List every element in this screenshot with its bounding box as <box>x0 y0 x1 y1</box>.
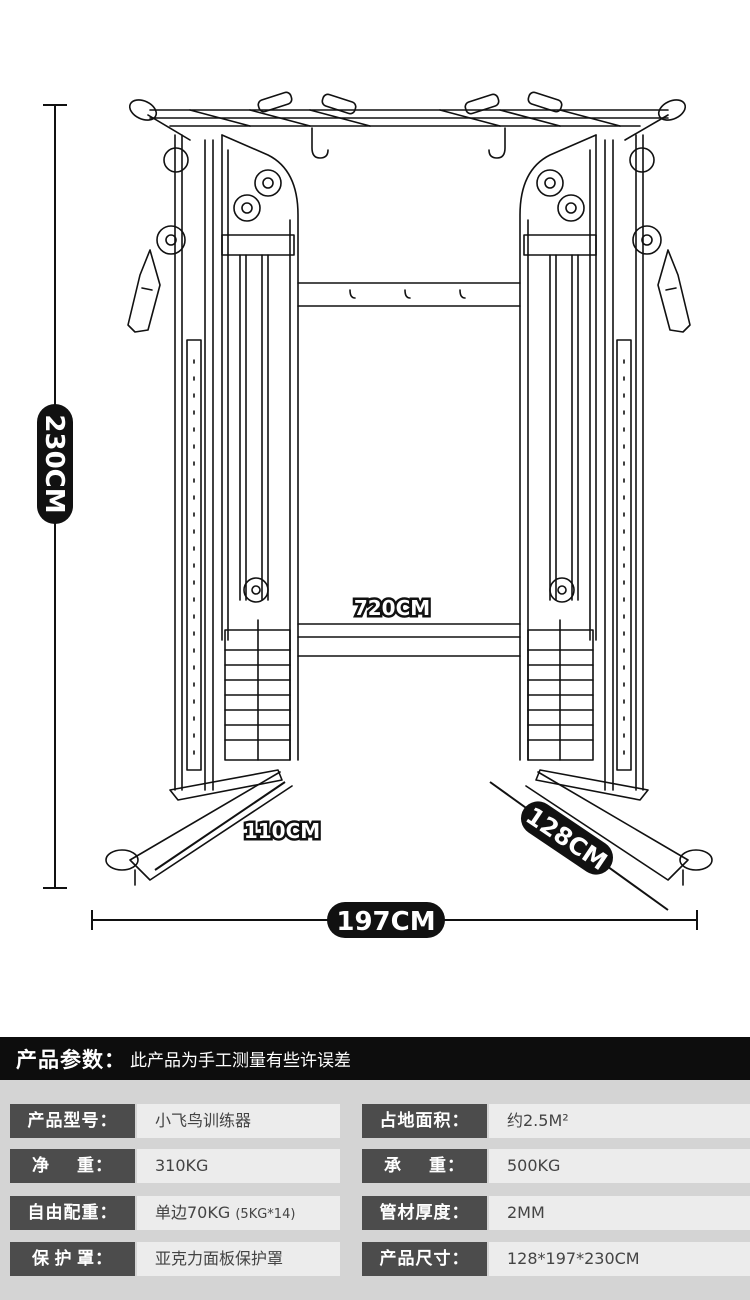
spec-label: 自由配重： <box>10 1196 135 1230</box>
depth-left-dimension-line <box>154 781 286 871</box>
spec-table: 产品型号： 小飞鸟训练器 占地面积： 约2.5M² 净 重： 310KG 承 重… <box>0 1080 750 1300</box>
spec-value: 约2.5M² <box>489 1104 750 1138</box>
spec-value: 128*197*230CM <box>489 1242 750 1276</box>
spec-label: 管材厚度： <box>362 1196 487 1230</box>
spec-label-char: 保 <box>32 1249 50 1269</box>
spec-value: 亚克力面板保护罩 <box>137 1242 340 1276</box>
grip-right-1 <box>464 93 500 115</box>
spec-header: 产品参数： 此产品为手工测量有些许误差 <box>0 1037 750 1080</box>
right-tower <box>519 134 713 886</box>
spec-label: 保 护 罩： <box>10 1242 135 1276</box>
depth-left-label: 110CM <box>244 819 320 843</box>
height-label-pill: 230CM <box>37 404 73 524</box>
grip-left-2 <box>321 93 357 115</box>
inner-width-label: 720CM <box>354 596 430 620</box>
left-tower <box>105 134 299 886</box>
height-label: 230CM <box>39 414 69 513</box>
top-left-cap <box>128 99 158 121</box>
width-label: 197CM <box>336 907 435 937</box>
width-label-pill: 197CM <box>327 902 445 938</box>
spec-label-char: 护 <box>54 1249 73 1269</box>
spec-label-char: 承 <box>384 1156 402 1176</box>
spec-value: 单边70KG (5KG*14) <box>137 1196 340 1230</box>
spec-label-char: 净 <box>32 1156 50 1176</box>
spec-value: 2MM <box>489 1196 750 1230</box>
spec-label: 净 重： <box>10 1149 135 1183</box>
spec-value: 小飞鸟训练器 <box>137 1104 340 1138</box>
top-right-cap <box>657 99 687 121</box>
spec-label-char: 重： <box>429 1156 465 1176</box>
top-crossbar <box>147 109 669 141</box>
spec-label-char: 重： <box>77 1156 113 1176</box>
spec-row: 自由配重： 单边70KG (5KG*14) 管材厚度： 2MM <box>0 1196 750 1230</box>
spec-value: 310KG <box>137 1149 340 1183</box>
spec-label-char: 罩： <box>77 1249 113 1269</box>
grip-right-2 <box>527 91 563 113</box>
spec-value: 500KG <box>489 1149 750 1183</box>
spec-row: 保 护 罩： 亚克力面板保护罩 产品尺寸： 128*197*230CM <box>0 1242 750 1276</box>
spec-value-note: (5KG*14) <box>235 1207 296 1222</box>
machine-drawing: 230CM 197CM 720CM 110CM 128CM <box>37 91 713 938</box>
grip-left-1 <box>257 91 293 113</box>
spec-row: 产品型号： 小飞鸟训练器 占地面积： 约2.5M² <box>0 1104 750 1138</box>
spec-label: 承 重： <box>362 1149 487 1183</box>
spec-label: 产品型号： <box>10 1104 135 1138</box>
spec-row: 净 重： 310KG 承 重： 500KG <box>0 1149 750 1183</box>
spec-value-main: 单边70KG <box>155 1203 231 1222</box>
middle-bars <box>297 282 521 657</box>
spec-label: 占地面积： <box>362 1104 487 1138</box>
spec-label: 产品尺寸： <box>362 1242 487 1276</box>
spec-header-title: 产品参数： <box>16 1047 126 1072</box>
spec-header-note: 此产品为手工测量有些许误差 <box>130 1051 351 1071</box>
